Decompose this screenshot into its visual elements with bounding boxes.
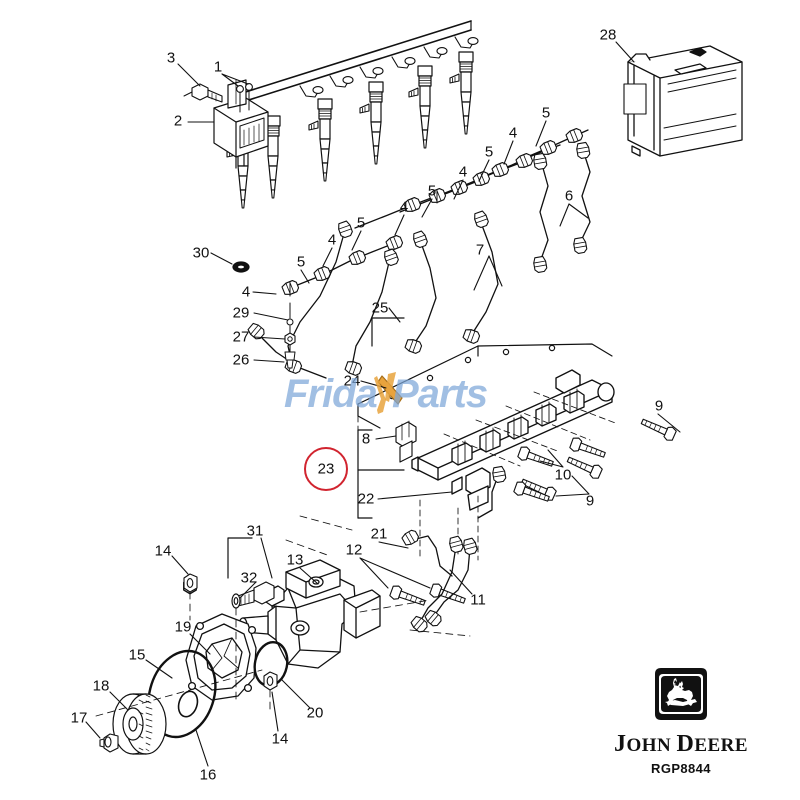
callout-number-15: 15 [128,646,146,664]
callout-number-27: 27 [232,328,250,346]
callout-number-12: 12 [345,541,363,559]
brand-name-eere: EERE [694,735,749,756]
callout-number-6: 6 [564,187,574,205]
callout-number-16: 16 [199,766,217,784]
callout-number-5: 5 [541,104,551,122]
callout-number-5: 5 [484,143,494,161]
callout-number-9: 9 [654,397,664,415]
callout-number-22: 22 [357,490,375,508]
callout-number-7: 7 [475,241,485,259]
brand-name-ohn: OHN [626,735,672,756]
callout-number-3: 3 [166,49,176,67]
callout-number-20: 20 [306,704,324,722]
callout-number-21: 21 [370,525,388,543]
callout-number-26: 26 [232,351,250,369]
callout-number-10: 10 [554,466,572,484]
callout-number-8: 8 [361,430,371,448]
brand-block: JOHN DEERE RGP8844 [596,662,766,776]
callout-number-5: 5 [427,182,437,200]
callout-number-28: 28 [599,26,617,44]
brand-name: JOHN DEERE [596,731,766,758]
callout-number-31: 31 [246,522,264,540]
callout-number-17: 17 [70,709,88,727]
callout-number-5: 5 [356,214,366,232]
callout-number-30: 30 [192,244,210,262]
callout-number-1: 1 [213,58,223,76]
callout-number-14: 14 [271,730,289,748]
brand-name-d: D [676,731,695,757]
callout-number-19: 19 [174,618,192,636]
drawing-code: RGP8844 [651,761,711,776]
callout-number-4: 4 [399,198,409,216]
callout-number-4: 4 [327,231,337,249]
callout-number-9: 9 [585,492,595,510]
callout-number-4: 4 [241,283,251,301]
callout-number-11: 11 [470,591,486,609]
callout-number-4: 4 [458,163,468,181]
callout-number-25: 25 [371,299,389,317]
callout-number-32: 32 [240,569,258,587]
callout-number-13: 13 [286,551,304,569]
callout-number-2: 2 [173,112,183,130]
callout-number-5: 5 [296,253,306,271]
john-deere-deer-logo-icon [655,668,707,720]
highlight-circle-part-23 [304,447,348,491]
brand-name-j: J [613,731,627,757]
callout-number-14: 14 [154,542,172,560]
callout-number-4: 4 [508,124,518,142]
callout-number-29: 29 [232,304,250,322]
callout-number-18: 18 [92,677,110,695]
callout-number-24: 24 [343,372,361,390]
